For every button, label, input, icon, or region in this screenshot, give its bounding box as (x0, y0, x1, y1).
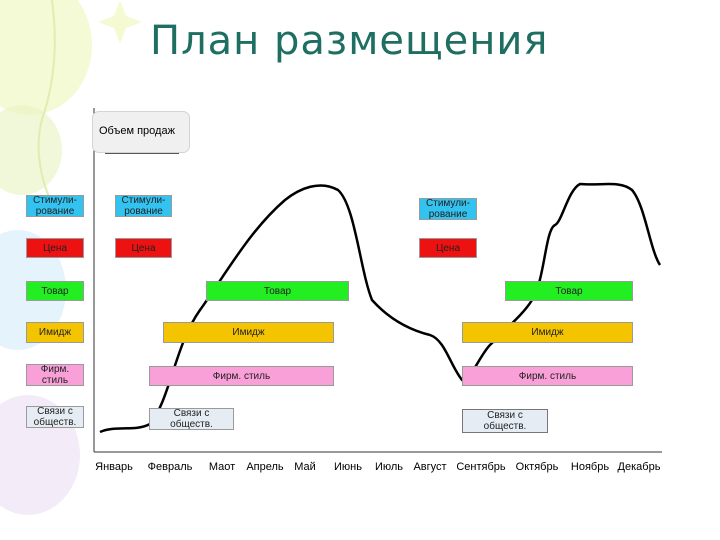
legend-line-sample (105, 153, 179, 154)
style-label: Фирм. стиль (26, 364, 84, 386)
month-label-may: Май (294, 461, 316, 473)
stimul-bar-august: Стимули- рование (419, 198, 477, 220)
month-label-february: Февраль (148, 461, 193, 473)
pr-label: Связи с обществ. (26, 406, 84, 428)
month-label-november: Ноябрь (571, 461, 609, 473)
stimul-bar-february: Стимули- рование (115, 195, 172, 217)
price-label: Цена (26, 238, 84, 258)
image-label: Имидж (26, 322, 84, 343)
style-bar-spring: Фирм. стиль (149, 366, 334, 386)
month-label-december: Декабрь (618, 461, 661, 473)
month-label-january: Январь (95, 461, 133, 473)
month-label-july: Июль (375, 461, 403, 473)
pr-bar-august: Связи с обществ. (462, 409, 548, 433)
product-bar-spring: Товар (206, 281, 349, 301)
stimul-label: Стимули- рование (26, 195, 84, 217)
pr-bar-february: Связи с обществ. (149, 408, 234, 430)
month-label-september: Сентябрь (456, 461, 505, 473)
month-label-october: Октябрь (516, 461, 559, 473)
legend-label: Объем продаж (99, 125, 175, 137)
month-label-june: Июнь (334, 461, 362, 473)
price-bar-february: Цена (115, 238, 172, 258)
image-bar-autumn: Имидж (462, 322, 633, 343)
sales-volume-line (100, 184, 660, 432)
month-label-april: Апрель (246, 461, 283, 473)
product-bar-autumn: Товар (505, 281, 633, 301)
legend: Объем продаж (92, 111, 190, 153)
product-label: Товар (26, 281, 84, 301)
image-bar-spring: Имидж (163, 322, 334, 343)
month-label-march: Маот (209, 461, 235, 473)
month-label-august: Август (413, 461, 446, 473)
style-bar-autumn: Фирм. стиль (462, 366, 633, 386)
price-bar-august: Цена (419, 238, 477, 258)
